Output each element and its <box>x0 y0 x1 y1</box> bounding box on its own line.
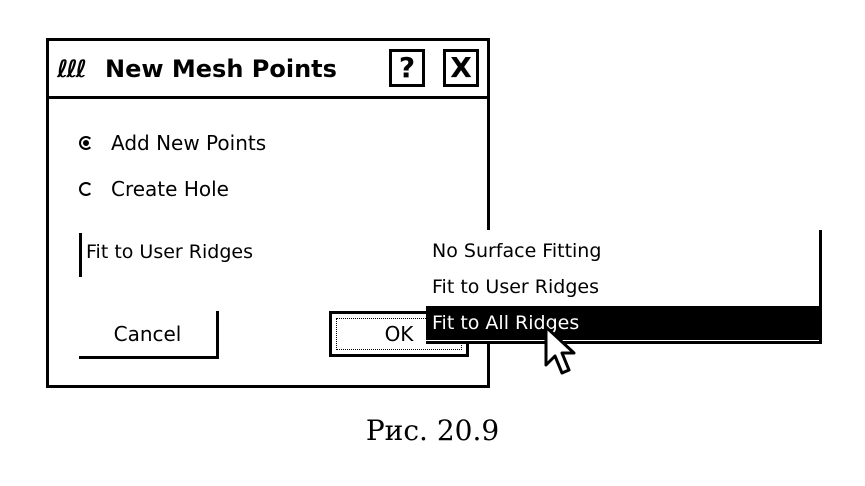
radio-create-hole[interactable]: Create Hole <box>79 177 229 201</box>
ok-label: OK <box>384 322 414 346</box>
title-bar: ℓℓℓ New Mesh Points ? X <box>49 41 487 99</box>
surface-fitting-combo[interactable]: Fit to User Ridges <box>79 233 469 277</box>
surface-fitting-dropdown-list: No Surface Fitting Fit to User Ridges Fi… <box>426 230 822 344</box>
new-mesh-points-dialog: ℓℓℓ New Mesh Points ? X Add New Points C… <box>46 38 490 388</box>
radio-checked-icon[interactable] <box>79 136 93 150</box>
radio-add-new-points[interactable]: Add New Points <box>79 131 266 155</box>
radio-label-add-new-points: Add New Points <box>111 131 267 155</box>
dropdown-item-no-surface-fitting[interactable]: No Surface Fitting <box>426 234 819 268</box>
radio-unchecked-icon[interactable] <box>79 182 93 196</box>
dropdown-item-fit-to-user-ridges[interactable]: Fit to User Ridges <box>426 270 819 304</box>
dialog-title: New Mesh Points <box>105 55 337 83</box>
dropdown-item-fit-to-all-ridges[interactable]: Fit to All Ridges <box>426 306 819 340</box>
help-icon: ? <box>398 51 416 84</box>
figure-caption: Рис. 20.9 <box>365 414 500 447</box>
close-button[interactable]: X <box>443 49 479 87</box>
cancel-button[interactable]: Cancel <box>79 311 219 359</box>
cancel-label: Cancel <box>113 321 182 346</box>
radio-label-create-hole: Create Hole <box>111 177 229 201</box>
dropdown-item-label: Fit to User Ridges <box>432 276 599 298</box>
help-button[interactable]: ? <box>389 49 425 87</box>
app-icon: ℓℓℓ <box>57 55 87 83</box>
combo-value: Fit to User Ridges <box>86 241 253 263</box>
mouse-pointer-icon <box>544 325 576 375</box>
close-icon: X <box>450 51 472 84</box>
dropdown-item-label: No Surface Fitting <box>432 240 602 262</box>
dropdown-item-label: Fit to All Ridges <box>432 312 580 334</box>
